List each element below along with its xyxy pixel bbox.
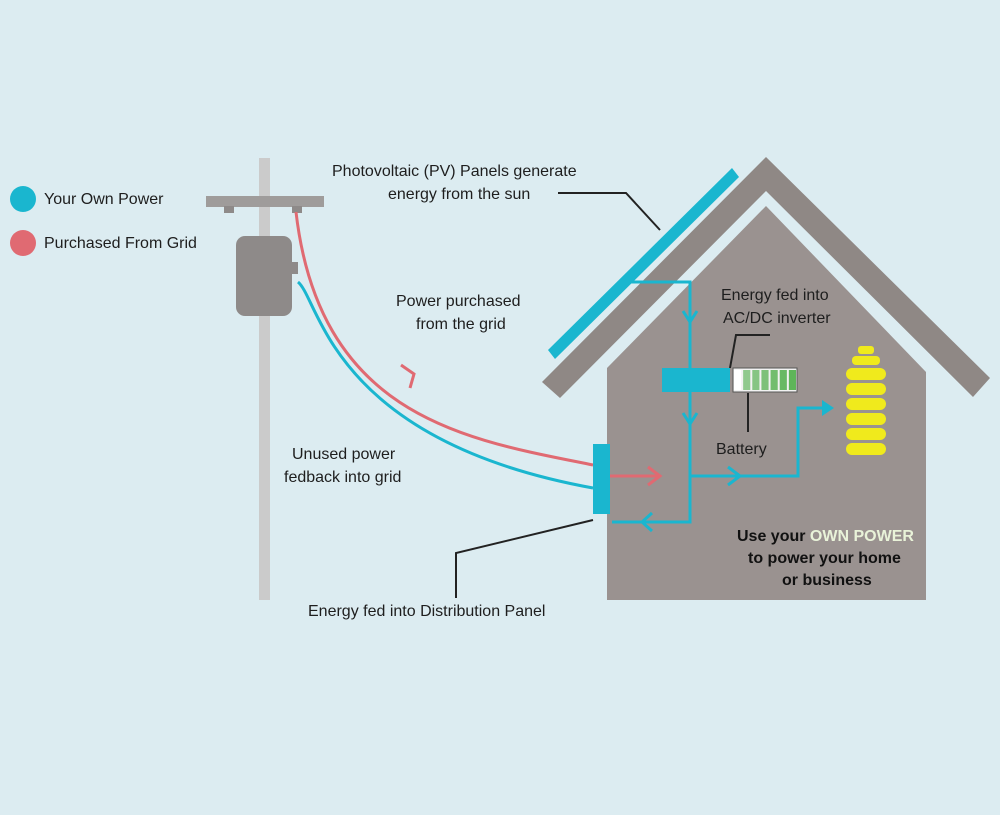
distribution-leader-line xyxy=(455,519,594,598)
inverter-label-line1: Energy fed into xyxy=(721,287,829,304)
battery-cell xyxy=(734,370,742,390)
pole-crossarm xyxy=(206,196,324,207)
home-arrow xyxy=(727,465,743,487)
purchased-label-line2: from the grid xyxy=(416,316,506,333)
grid-power-line xyxy=(294,211,594,467)
crossarm-insulator-right xyxy=(292,206,302,213)
inverter-label-line2: AC/DC inverter xyxy=(723,310,831,327)
battery-cell xyxy=(743,370,751,390)
distribution-label: Energy fed into Distribution Panel xyxy=(308,603,546,620)
battery-cell xyxy=(770,370,778,390)
to-bulb-line xyxy=(690,406,828,478)
use-power-prefix: Use your xyxy=(737,528,810,545)
own-power-highlight: OWN POWER xyxy=(809,528,914,545)
battery xyxy=(732,367,798,393)
house-body xyxy=(607,206,926,600)
inverter-arrow-2 xyxy=(681,412,699,427)
bulb-arrowhead xyxy=(822,400,834,416)
battery-cell xyxy=(779,370,787,390)
use-power-line2: to power your home xyxy=(748,550,901,567)
utility-pole xyxy=(259,158,270,600)
pv-label-line2: energy from the sun xyxy=(388,186,531,203)
distribution-panel xyxy=(593,444,610,514)
legend-grid-power: Purchased From Grid xyxy=(10,230,197,256)
meter-connector xyxy=(290,262,298,274)
grid-power-dot-icon xyxy=(10,230,36,256)
battery-cell xyxy=(761,370,769,390)
pv-label-line1: Photovoltaic (PV) Panels generate xyxy=(332,163,577,180)
use-power-line3: or business xyxy=(782,572,872,589)
inverter-arrow-1 xyxy=(681,310,699,325)
electric-meter xyxy=(236,236,292,316)
return-line xyxy=(612,500,692,524)
battery-label: Battery xyxy=(716,441,767,458)
purchased-label-line1: Power purchased xyxy=(396,293,521,310)
legend-grid-power-label: Purchased From Grid xyxy=(44,234,197,252)
battery-cell xyxy=(788,370,796,390)
inverter-leader-line xyxy=(729,334,770,369)
unused-label-line1: Unused power xyxy=(292,446,396,463)
battery-cell xyxy=(752,370,760,390)
use-power-line1: Use your OWN POWER xyxy=(737,525,914,548)
pv-leader-line xyxy=(558,192,661,231)
pv-panel xyxy=(548,168,739,359)
own-power-dot-icon xyxy=(10,186,36,212)
feedback-power-line xyxy=(296,280,594,490)
grid-arrow-1 xyxy=(400,363,416,389)
legend-own-power: Your Own Power xyxy=(10,186,163,212)
pv-to-inverter-line xyxy=(622,280,692,500)
grid-arrow-2 xyxy=(647,465,663,487)
unused-label-line2: fedback into grid xyxy=(284,469,402,486)
light-bulb-icon xyxy=(846,346,886,455)
legend-own-power-label: Your Own Power xyxy=(44,190,164,208)
return-arrow xyxy=(639,511,654,533)
ac-dc-inverter xyxy=(662,368,730,392)
crossarm-insulator-left xyxy=(224,206,234,213)
